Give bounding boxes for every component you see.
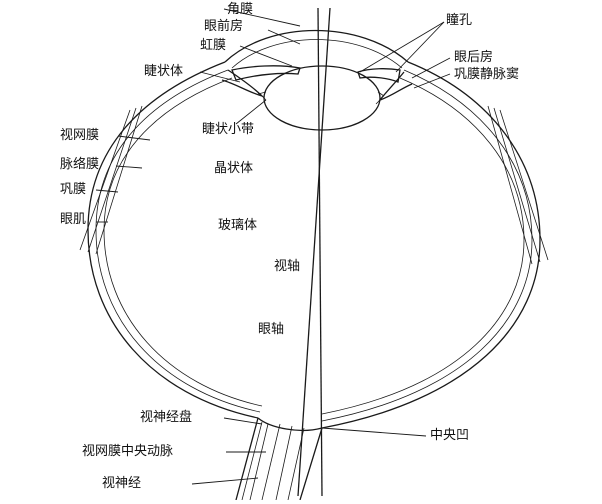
label-retina: 视网膜: [60, 128, 100, 143]
iris-left: [231, 65, 301, 81]
ciliary-body-left: [221, 69, 265, 98]
eye-muscle-left: [79, 105, 143, 255]
choroid-outline: [95, 69, 533, 422]
label-ciliary-body: 睫状体: [144, 64, 184, 79]
label-fovea: 中央凹: [430, 428, 470, 443]
label-optic-nerve: 视神经: [102, 476, 142, 491]
iris-right: [357, 68, 401, 83]
label-iris: 虹膜: [200, 38, 227, 53]
optic-disc-shape: [257, 417, 323, 431]
label-scleral-venous-sinus: 巩膜静脉窦: [454, 67, 520, 82]
label-anterior-chamber: 眼前房: [204, 19, 244, 34]
label-vitreous-body: 玻璃体: [218, 218, 258, 233]
ciliary-body-right: [378, 71, 413, 102]
visual-axis-line: [297, 7, 331, 497]
label-optic-disc: 视神经盘: [140, 410, 193, 425]
label-zonule: 睫状小带: [202, 122, 255, 137]
label-visual-axis: 视轴: [274, 259, 301, 274]
label-optic-axis: 眼轴: [258, 322, 285, 337]
label-lens: 晶状体: [214, 161, 254, 176]
label-cornea: 角膜: [227, 2, 254, 17]
label-choroid: 脉络膜: [60, 157, 100, 172]
optic-nerve-shape: [235, 417, 323, 501]
optic-axis-line: [317, 7, 323, 497]
sclera-outline: [87, 61, 541, 429]
eye-muscle-right: [487, 105, 549, 265]
retina-outline: [103, 77, 525, 415]
label-eye-muscle: 眼肌: [60, 212, 87, 227]
label-sclera: 巩膜: [60, 182, 87, 197]
cornea-outline: [224, 29, 409, 63]
label-pupil: 瞳孔: [446, 13, 473, 28]
label-posterior-chamber: 眼后房: [454, 50, 494, 65]
label-central-retinal-artery: 视网膜中央动脉: [82, 444, 174, 459]
